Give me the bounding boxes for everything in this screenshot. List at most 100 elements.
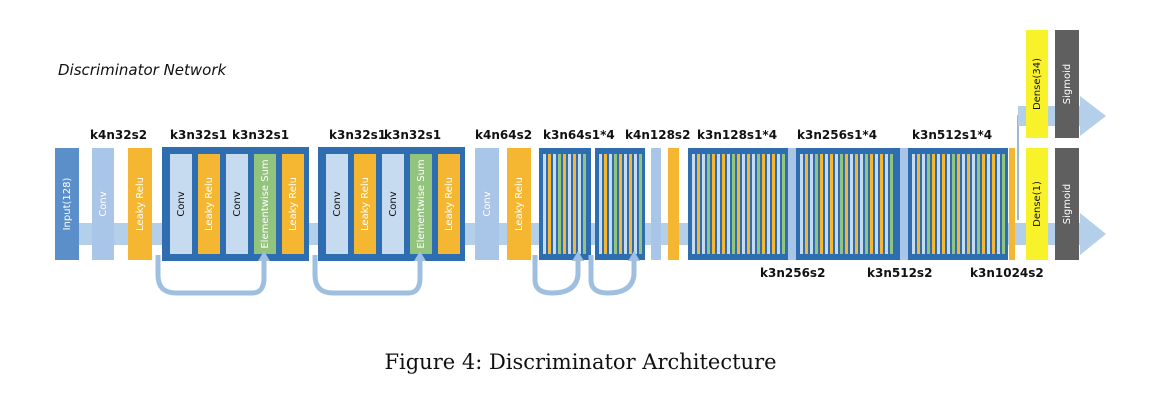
conv-layer-2-label: Conv — [482, 191, 493, 216]
block1-leaky-1-label: Leaky Relu — [204, 177, 215, 231]
stripe-stripes-1-1-6 — [629, 154, 632, 254]
label-k3n256s1x4: k3n256s1*4 — [797, 128, 877, 142]
stripe-stripes-2-2-4 — [932, 154, 935, 254]
stripe-stripes-1-1-0 — [599, 154, 602, 254]
label-k4n64s2: k4n64s2 — [475, 128, 532, 142]
block2-leaky-2-label: Leaky Relu — [444, 177, 455, 231]
stripe-stripes-2-0-10 — [742, 154, 745, 254]
sigmoid-bottom-label: Sigmoid — [1062, 184, 1073, 224]
bottom-output-arrow — [1080, 213, 1106, 255]
block-stripes-group-1 — [543, 154, 642, 254]
stripe-stripes-2-0-16 — [772, 154, 775, 254]
label-k3n256s2: k3n256s2 — [760, 266, 825, 280]
stripe-stripes-1-1-7 — [634, 154, 637, 254]
block2-conv-1-label: Conv — [332, 191, 343, 216]
stripe-stripes-2-2-1 — [917, 154, 920, 254]
block-stripes-group-2 — [692, 154, 1005, 254]
stripe-stripes-2-1-16 — [880, 154, 883, 254]
conv-layer-4 — [788, 148, 796, 260]
stripe-stripes-2-2-5 — [937, 154, 940, 254]
block2-conv-2 — [382, 154, 404, 254]
stripe-stripes-2-0-11 — [747, 154, 750, 254]
stripe-stripes-2-0-12 — [752, 154, 755, 254]
leaky-relu-layer-1-label: Leaky Relu — [135, 177, 146, 231]
label-k3n512s2: k3n512s2 — [867, 266, 932, 280]
stripe-stripes-2-2-15 — [987, 154, 990, 254]
block1-conv-1 — [170, 154, 192, 254]
stripe-stripes-2-1-4 — [820, 154, 823, 254]
stripe-stripes-2-2-9 — [957, 154, 960, 254]
stripe-stripes-2-0-0 — [692, 154, 695, 254]
label-k3n128s1x4: k3n128s1*4 — [697, 128, 777, 142]
stripe-stripes-2-0-5 — [717, 154, 720, 254]
figure-caption: Figure 4: Discriminator Architecture — [384, 350, 777, 374]
input-layer — [55, 148, 79, 260]
skip-connection-4 — [588, 255, 637, 296]
stripe-stripes-1-1-1 — [604, 154, 607, 254]
block1-sum-label: Elementwise Sum — [260, 159, 271, 248]
block2-leaky-1 — [354, 154, 376, 254]
leaky-relu-layer-2 — [507, 148, 531, 260]
stripe-stripes-2-2-17 — [997, 154, 1000, 254]
stripe-stripes-2-1-6 — [830, 154, 833, 254]
dense-top — [1026, 30, 1048, 138]
sigmoid-top-label: Sigmoid — [1062, 64, 1073, 104]
stripe-stripes-1-1-5 — [624, 154, 627, 254]
stripe-stripes-2-0-9 — [737, 154, 740, 254]
stripe-stripes-2-2-16 — [992, 154, 995, 254]
block2-sum-label: Elementwise Sum — [416, 159, 427, 248]
stripe-stripes-2-2-14 — [982, 154, 985, 254]
dense-top-label: Dense(34) — [1032, 58, 1043, 110]
stripe-stripes-2-2-18 — [1002, 154, 1005, 254]
block2-leaky-2 — [438, 154, 460, 254]
stripe-stripes-2-0-17 — [777, 154, 780, 254]
stripe-stripes-2-2-2 — [922, 154, 925, 254]
label-k3n1024s2: k3n1024s2 — [970, 266, 1044, 280]
stripe-stripes-1-0-1 — [548, 154, 551, 254]
stripe-stripes-1-0-7 — [578, 154, 581, 254]
dense-bottom — [1026, 148, 1048, 260]
stripe-stripes-1-0-0 — [543, 154, 546, 254]
stripe-stripes-2-2-10 — [962, 154, 965, 254]
top-output-arrow — [1080, 96, 1106, 136]
stripe-stripes-2-2-3 — [927, 154, 930, 254]
skip-connection-3 — [532, 255, 581, 296]
stripe-stripes-2-2-0 — [912, 154, 915, 254]
conv-layer-5 — [900, 148, 908, 260]
block2-leaky-1-label: Leaky Relu — [360, 177, 371, 231]
stripe-stripes-2-1-15 — [875, 154, 878, 254]
stripe-stripes-1-0-2 — [553, 154, 556, 254]
stripe-stripes-2-1-18 — [890, 154, 893, 254]
skip-connection-1 — [155, 255, 267, 296]
skip-connection-4-arrow — [628, 251, 640, 261]
stripe-stripes-2-2-7 — [947, 154, 950, 254]
stripe-stripes-2-2-13 — [977, 154, 980, 254]
label-k3n32s1-a: k3n32s1 — [170, 128, 227, 142]
stripe-stripes-2-1-12 — [860, 154, 863, 254]
block2-conv-2-label: Conv — [388, 191, 399, 216]
leaky-relu-layer-3 — [668, 148, 679, 260]
leaky-relu-layer-2-label: Leaky Relu — [514, 177, 525, 231]
block1-leaky-2-label: Leaky Relu — [288, 177, 299, 231]
stripe-stripes-2-1-9 — [845, 154, 848, 254]
dense-bottom-label: Dense(1) — [1032, 181, 1043, 227]
stripe-stripes-2-1-13 — [865, 154, 868, 254]
stripe-stripes-1-1-4 — [619, 154, 622, 254]
conv-layer-1 — [92, 148, 114, 260]
stripe-stripes-2-0-14 — [762, 154, 765, 254]
stripe-stripes-2-0-18 — [782, 154, 785, 254]
stripe-stripes-2-1-8 — [840, 154, 843, 254]
stripe-stripes-1-1-3 — [614, 154, 617, 254]
label-k3n32s1-c: k3n32s1 — [329, 128, 386, 142]
leaky-relu-layer-1 — [128, 148, 152, 260]
stripe-stripes-2-0-1 — [697, 154, 700, 254]
stripe-stripes-1-1-2 — [609, 154, 612, 254]
stripe-stripes-2-0-4 — [712, 154, 715, 254]
stripe-stripes-2-2-8 — [952, 154, 955, 254]
block2-conv-1 — [326, 154, 348, 254]
stripe-stripes-1-0-5 — [568, 154, 571, 254]
stripe-stripes-2-0-13 — [757, 154, 760, 254]
input-layer-label: Input(128) — [62, 178, 73, 231]
stripe-stripes-2-0-6 — [722, 154, 725, 254]
